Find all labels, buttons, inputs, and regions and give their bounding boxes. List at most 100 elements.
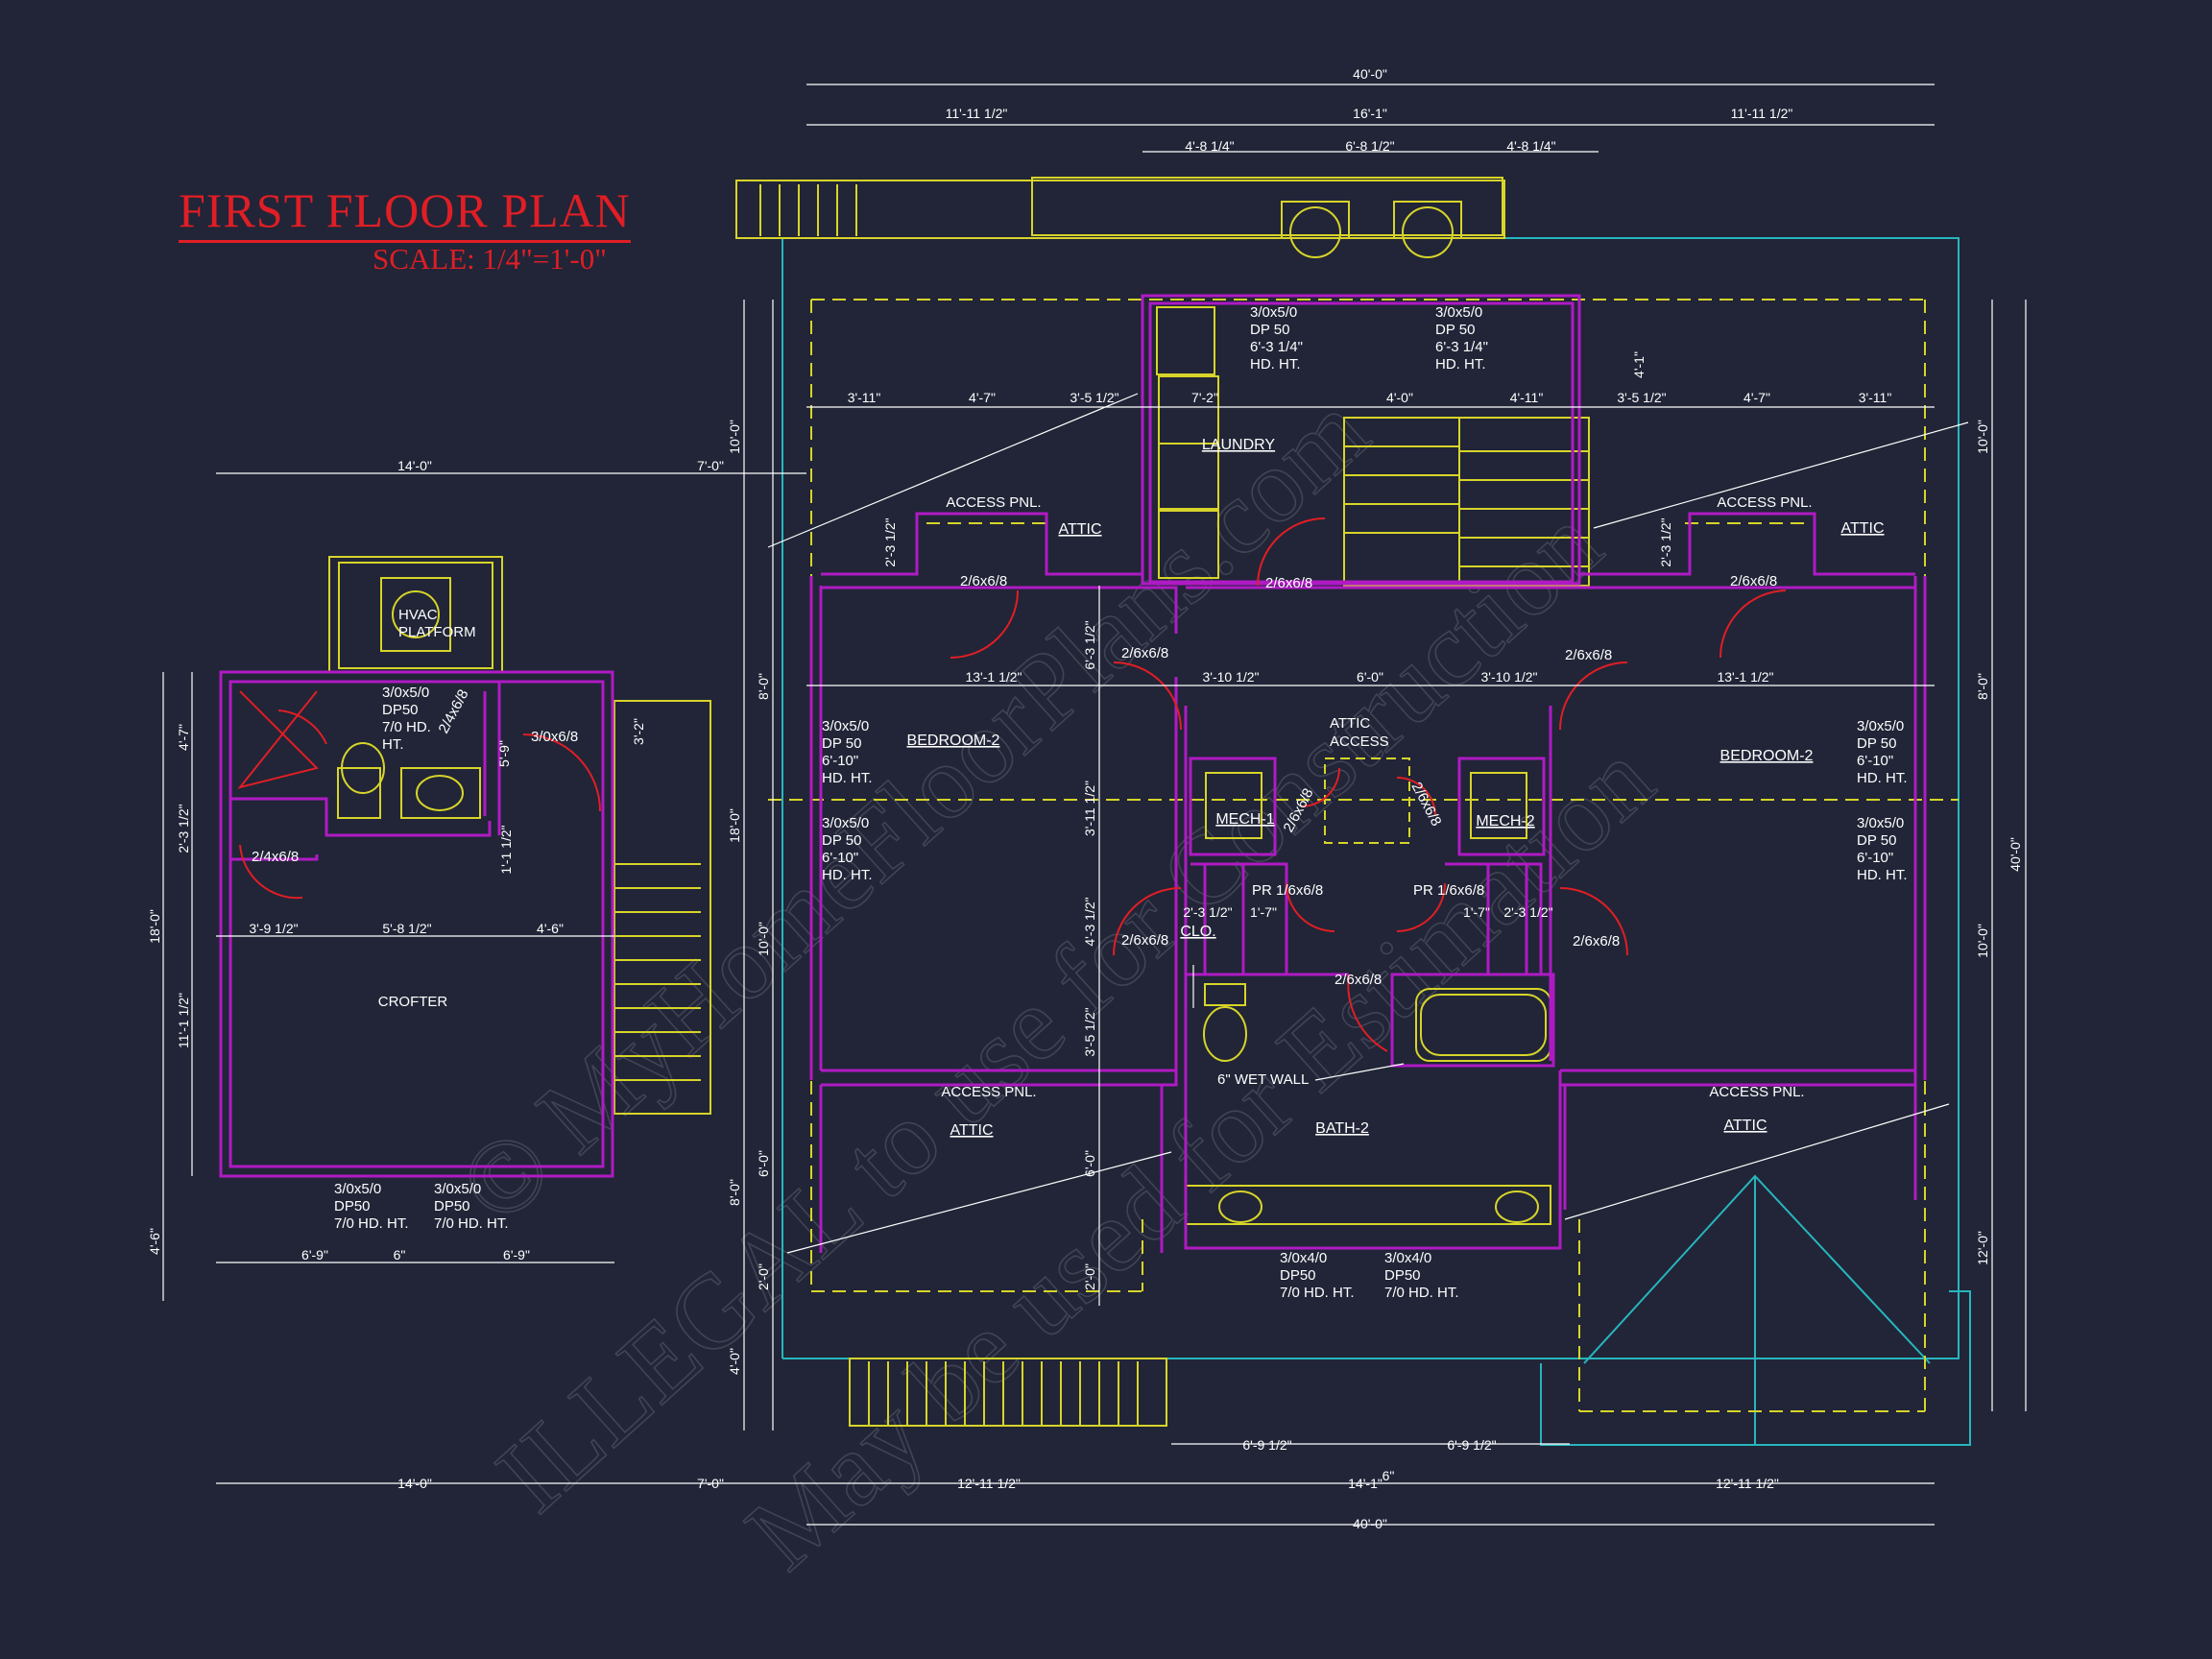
dim-crofter-6: 6" [394, 1247, 406, 1262]
dim-left-18: 18'-0" [727, 808, 742, 843]
dim-bot-c: 12'-11 1/2" [957, 1476, 1021, 1491]
dim-top-b: 16'-1" [1353, 106, 1387, 121]
access-panel-se: ACCESS PNL. [1709, 1084, 1804, 1100]
dim-v-231-right: 2'-3 1/2" [1658, 517, 1673, 566]
svg-text:DP50: DP50 [434, 1198, 470, 1214]
plan-scale: SCALE: 1/4"=1'-0" [373, 242, 607, 276]
watermark: © MyHomeFloorPlans.com ILLEGAL to use fo… [436, 371, 1675, 1593]
room-mech-2: MECH-2 [1476, 813, 1534, 830]
dim-left-10b: 10'-0" [756, 922, 771, 956]
svg-text:3/0x5/0: 3/0x5/0 [334, 1181, 381, 1197]
plan-title: FIRST FLOOR PLAN [179, 182, 631, 243]
svg-text:HD. HT.: HD. HT. [1857, 867, 1908, 883]
dim-crofter-h46: 4'-6" [147, 1228, 162, 1255]
attic-access-line1: ATTIC [1330, 715, 1370, 732]
dim-top-c: 11'-11 1/2" [1731, 106, 1793, 121]
dim-r1-h: 4'-7" [1743, 390, 1770, 405]
room-crofter: CROFTER [378, 994, 448, 1010]
dim-r1-d: 7'-2" [1191, 390, 1218, 405]
room-bath-2: BATH-2 [1315, 1120, 1369, 1137]
door-tag-low-west: 2/6x6/8 [1121, 932, 1168, 949]
svg-text:HT.: HT. [382, 736, 404, 753]
hvac-label-line2: PLATFORM [398, 624, 476, 640]
room-bedroom-west: BEDROOM-2 [907, 733, 1000, 749]
window-tag-bed-east-1: 3/0x5/0 DP 50 6'-10" HD. HT. [1857, 718, 1908, 786]
window-tag-crofter-1: 3/0x5/0 DP50 7/0 HD. HT. [334, 1181, 409, 1232]
window-tag-bath-1: 3/0x4/0 DP50 7/0 HD. HT. [1280, 1250, 1355, 1301]
pair-door-west: PR 1/6x6/8 [1252, 882, 1323, 899]
svg-text:6'-10": 6'-10" [822, 850, 858, 866]
north-stair-treads [759, 184, 857, 236]
svg-text:6'-3 1/4": 6'-3 1/4" [1435, 339, 1488, 355]
door-tag-bath: 2/6x6/8 [1334, 972, 1382, 988]
window-tag-bath-2: 3/0x4/0 DP50 7/0 HD. HT. [1384, 1250, 1459, 1301]
dim-clo-d: 2'-3 1/2" [1503, 904, 1552, 920]
svg-text:DP50: DP50 [382, 702, 419, 718]
dim-v-60: 6'-0" [1082, 1150, 1097, 1177]
room-mech-1: MECH-1 [1215, 811, 1274, 828]
room-attic-se: ATTIC [1723, 1118, 1767, 1134]
svg-text:DP50: DP50 [334, 1198, 371, 1214]
window-tag-bed-west-2: 3/0x5/0 DP 50 6'-10" HD. HT. [822, 815, 873, 883]
dim-crofter-111: 1'-1 1/2" [498, 825, 514, 874]
dim-r2-d: 3'-10 1/2" [1480, 669, 1537, 685]
svg-text:DP 50: DP 50 [1435, 322, 1475, 338]
svg-text:HD. HT.: HD. HT. [1435, 356, 1486, 373]
svg-text:HD. HT.: HD. HT. [822, 770, 873, 786]
dim-crofter-h23: 2'-3 1/2" [176, 804, 191, 853]
svg-text:DP 50: DP 50 [1857, 735, 1896, 752]
dim-crofter-69a: 6'-9" [301, 1247, 328, 1262]
dim-r2-a: 13'-1 1/2" [965, 669, 1022, 685]
dim-bot-b: 7'-0" [697, 1476, 724, 1491]
svg-text:3/0x4/0: 3/0x4/0 [1384, 1250, 1431, 1266]
svg-text:3/0x5/0: 3/0x5/0 [822, 718, 869, 734]
dim-top-d2: 6'-8 1/2" [1345, 138, 1394, 154]
access-panel-ne: ACCESS PNL. [1717, 494, 1812, 511]
svg-text:6'-10": 6'-10" [822, 753, 858, 769]
window-tag-crofter-bath: 3/0x5/0 DP50 7/0 HD. HT. [382, 685, 431, 753]
attic-access-line2: ACCESS [1330, 733, 1389, 750]
dim-bot-6: 6" [1382, 1468, 1395, 1483]
svg-text:3/0x5/0: 3/0x5/0 [1250, 304, 1297, 321]
dim-crofter-46: 4'-6" [537, 921, 564, 936]
dim-r1-i: 3'-11" [1859, 390, 1892, 405]
dim-top-a: 11'-11 1/2" [946, 106, 1008, 121]
svg-text:3/0x5/0: 3/0x5/0 [822, 815, 869, 831]
room-attic-ne: ATTIC [1840, 520, 1884, 537]
svg-text:7/0 HD.: 7/0 HD. [382, 719, 431, 735]
dim-bot-e: 12'-11 1/2" [1716, 1476, 1779, 1491]
dim-clo-b: 1'-7" [1250, 904, 1277, 920]
dim-bot-d: 14'-1" [1348, 1476, 1382, 1491]
svg-text:6'-10": 6'-10" [1857, 753, 1893, 769]
room-closet: CLO. [1180, 924, 1215, 940]
svg-text:DP 50: DP 50 [1250, 322, 1289, 338]
dim-crofter-h47: 4'-7" [176, 724, 191, 751]
dim-r1-a: 3'-11" [848, 390, 881, 405]
room-attic-sw: ATTIC [950, 1122, 993, 1139]
dim-crofter-top-2: 7'-0" [697, 458, 724, 473]
door-tag-low-east: 2/6x6/8 [1573, 933, 1620, 950]
window-tag-bed-east-2: 3/0x5/0 DP 50 6'-10" HD. HT. [1857, 815, 1908, 883]
svg-text:6'-3 1/4": 6'-3 1/4" [1250, 339, 1303, 355]
svg-text:DP 50: DP 50 [822, 735, 861, 752]
door-swings [237, 517, 1787, 1052]
dim-left-4: 4'-0" [727, 1348, 742, 1375]
dim-r1-f: 4'-11" [1510, 390, 1544, 405]
dim-r1-c: 3'-5 1/2" [1070, 390, 1118, 405]
dim-v-3111: 3'-11 1/2" [1082, 781, 1097, 836]
dim-right-40: 40'-0" [2008, 837, 2023, 872]
svg-text:3/0x5/0: 3/0x5/0 [382, 685, 429, 701]
dim-crofter-59: 5'-9" [496, 740, 512, 767]
dim-r1-b: 4'-7" [969, 390, 996, 405]
dimension-lines [162, 84, 2027, 1526]
window-tag-bed-west-1: 3/0x5/0 DP 50 6'-10" HD. HT. [822, 718, 873, 786]
dim-r2-b: 3'-10 1/2" [1202, 669, 1259, 685]
hvac-label-line1: HVAC [398, 607, 438, 623]
dim-clo-a: 2'-3 1/2" [1183, 904, 1232, 920]
dim-v-20: 2'-0" [1082, 1263, 1097, 1290]
dim-bot-a: 14'-0" [397, 1476, 432, 1491]
svg-text:3/0x4/0: 3/0x4/0 [1280, 1250, 1327, 1266]
crofter-stair-treads [614, 863, 701, 1081]
svg-text:7/0 HD. HT.: 7/0 HD. HT. [1280, 1285, 1355, 1301]
dim-crofter-69b: 6'-9" [503, 1247, 530, 1262]
